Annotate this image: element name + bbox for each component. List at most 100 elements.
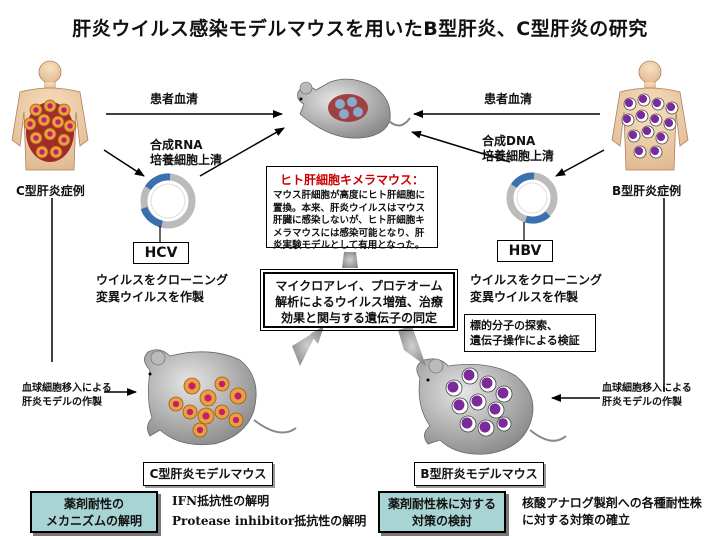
hcv-cell-nucleus [47, 103, 53, 109]
hcv-cell-nucleus [172, 400, 180, 408]
hbv-cell-nucleus [497, 387, 509, 399]
hbv-cell-nucleus [636, 110, 646, 120]
hcv-cell-nucleus [218, 408, 226, 416]
arrow-b-person-to-plasmid [555, 149, 605, 177]
hcv-cell-nucleus [47, 131, 53, 137]
hbv-cell-nucleus [634, 146, 644, 156]
c-gene-line1: 血球細胞移入による [22, 383, 112, 394]
hcv-cell-nucleus [234, 392, 242, 400]
hcv-cell-nucleus [186, 408, 194, 416]
hbv-cell-nucleus [471, 395, 483, 407]
c-model-mouse-figure [144, 349, 297, 446]
c-gene-line2: 肝炎モデルの作製 [22, 397, 102, 408]
chimera-text: マウス肝細胞が高度にヒト肝細胞に置換。本来、肝炎ウイルスはマウス肝臓に感染しない… [273, 190, 426, 251]
hbv-cell-nucleus [498, 418, 508, 428]
nucleoside-line2: に対する対策の確立 [522, 513, 631, 527]
analysis-line1: マイクロアレイ、プロテオーム [275, 279, 443, 293]
target-molecule-box: 標的分子の探索、 遺伝子操作による検証 [464, 314, 596, 352]
gray-arrow-left [292, 326, 324, 366]
b-cloning-label: ウイルスをクローニング 変異ウイルスを作製 [470, 272, 602, 306]
hcv-label: HCV [133, 242, 189, 264]
page-title: 肝炎ウイルス感染モデルマウスを用いたB型肝炎、C型肝炎の研究 [72, 18, 648, 40]
b-gene-line2: 肝炎モデルの作製 [602, 397, 682, 408]
strain-line1: 薬剤耐性株に対する [387, 497, 496, 511]
hcv-cell-nucleus [67, 123, 73, 129]
target-line1: 標的分子の探索、 [470, 319, 558, 332]
hbv-infected-cells-mouse [445, 367, 513, 437]
hcv-cell-nucleus [55, 119, 61, 125]
c-patient-label: C型肝炎症例 [16, 184, 85, 198]
hbv-cell-nucleus [656, 132, 666, 142]
b-culture-line2: 培養細胞上清 [482, 149, 555, 163]
hbv-cell-nucleus [624, 98, 634, 108]
b-cloning-line2: 変異ウイルスを作製 [470, 290, 579, 304]
hbv-cell-nucleus [453, 399, 465, 411]
analysis-box: マイクロアレイ、プロテオーム 解析によるウイルス増殖、治療 効果と関与する遺伝子… [260, 269, 458, 331]
hcv-cell-nucleus [33, 135, 39, 141]
hbv-cell-nucleus [650, 146, 660, 156]
strain-line2: 対策の検討 [411, 514, 472, 528]
b-gene-line1: 血球細胞移入による [602, 383, 692, 394]
c-culture-label: 合成RNA 培養細胞上清 [150, 138, 222, 168]
hbv-cell-nucleus [447, 381, 459, 393]
c-serum-label: 患者血清 [150, 92, 199, 106]
hbv-cell-nucleus [650, 114, 660, 124]
b-cloning-line1: ウイルスをクローニング [470, 273, 603, 287]
b-model-label: B型肝炎モデルマウス [414, 462, 544, 486]
hbv-cell-nucleus [622, 114, 632, 124]
analysis-line2: 解析によるウイルス増殖、治療 [275, 295, 443, 309]
c-culture-line2: 培養細胞上清 [150, 153, 223, 167]
hcv-cell-nucleus [61, 137, 67, 143]
hbv-cell-nucleus [652, 98, 662, 108]
hbv-infected-cells-patient [621, 93, 679, 159]
c-gene-transfer-label: 血球細胞移入による 肝炎モデルの作製 [22, 382, 112, 410]
hbv-cell-nucleus [479, 421, 491, 433]
hcv-infected-cells-mouse [168, 376, 247, 438]
hcv-cell-nucleus [39, 149, 45, 155]
hbv-cell-nucleus [664, 118, 674, 128]
c-cloning-line1: ウイルスをクローニング [96, 273, 229, 287]
c-cloning-label: ウイルスをクローニング 変異ウイルスを作製 [96, 272, 228, 306]
hcv-cell-nucleus [218, 380, 226, 388]
hbv-cell-nucleus [642, 126, 652, 136]
hbv-cell-nucleus [666, 102, 676, 112]
hcv-cell-nucleus [41, 117, 47, 123]
hbv-cell-nucleus [461, 417, 473, 429]
hcv-cell-nucleus [188, 382, 196, 390]
resistance-line2: メカニズムの解明 [45, 514, 142, 528]
c-model-label: C型肝炎モデルマウス [143, 462, 273, 486]
chimera-mouse-figure [297, 78, 411, 139]
hcv-cell-nucleus [202, 412, 210, 420]
hbv-cell-nucleus [628, 130, 638, 140]
b-culture-line1: 合成DNA [482, 134, 536, 148]
hbv-label: HBV [497, 240, 553, 262]
b-gene-transfer-label: 血球細胞移入による 肝炎モデルの作製 [602, 382, 692, 410]
resistance-line1: 薬剤耐性の [63, 497, 124, 511]
plasmid-c-icon [140, 173, 196, 229]
target-line2: 遺伝子操作による検証 [470, 334, 580, 347]
hbv-cell-nucleus [489, 403, 501, 415]
gray-arrow-down [342, 252, 358, 268]
hcv-cell-nucleus [232, 416, 240, 424]
b-serum-label: 患者血清 [484, 92, 533, 106]
hcv-cell-nucleus [27, 121, 33, 127]
chimera-title: ヒト肝細胞キメラマウス： [279, 173, 424, 187]
arrow-c-plasmid-to-chimera [199, 127, 285, 177]
hcv-infected-cells-patient [23, 99, 77, 159]
hbv-cell-nucleus [481, 377, 493, 389]
b-patient-label: B型肝炎症例 [612, 184, 682, 198]
resistance-mechanism-box: 薬剤耐性の メカニズムの解明 [30, 491, 158, 533]
c-cloning-line2: 変異ウイルスを作製 [96, 290, 205, 304]
arrow-b-plasmid-to-chimera [411, 130, 511, 163]
gray-arrow-right [398, 326, 426, 366]
hbv-cell-nucleus [463, 369, 475, 381]
hcv-cell-nucleus [33, 107, 39, 113]
plasmid-b-icon [506, 172, 558, 224]
hcv-cell-nucleus [61, 107, 67, 113]
arrow-c-person-to-plasmid [103, 149, 145, 177]
chimera-description-box: ヒト肝細胞キメラマウス： マウス肝細胞が高度にヒト肝細胞に置換。本来、肝炎ウイル… [266, 166, 438, 251]
analysis-line3: 効果と関与する遺伝子の同定 [280, 311, 437, 325]
nucleoside-analog-label: 核酸アナログ製剤への各種耐性株 に対する対策の確立 [522, 495, 702, 529]
